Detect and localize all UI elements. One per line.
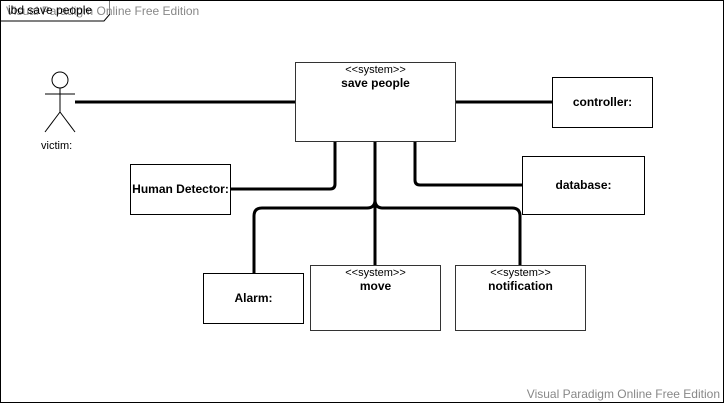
block-notification[interactable]: <<system>> notification — [455, 265, 586, 331]
block-name: notification — [488, 279, 553, 293]
block-name: Alarm: — [234, 291, 273, 305]
block-name: save people — [341, 76, 410, 90]
block-stereotype: <<system>> — [490, 267, 551, 279]
connector-save-people-alarm — [252, 199, 377, 273]
block-human-detector[interactable]: Human Detector: — [130, 164, 231, 215]
block-name: controller: — [572, 95, 633, 109]
block-stereotype: <<system>> — [345, 64, 406, 76]
watermark-top: Visual Paradigm Online Free Edition — [6, 4, 200, 18]
connector-save-people-human-detector — [230, 142, 337, 191]
block-name: Human Detector: — [132, 182, 229, 196]
block-stereotype: <<system>> — [345, 267, 406, 279]
connector-save-people-database — [413, 142, 523, 187]
frame-label-pentagon — [0, 0, 110, 22]
block-name: database: — [555, 178, 612, 192]
block-name: move — [359, 279, 392, 293]
block-save-people[interactable]: <<system>> save people — [295, 62, 456, 142]
block-database[interactable]: database: — [522, 156, 645, 215]
block-controller[interactable]: controller: — [552, 77, 653, 128]
connector-save-people-notification — [373, 199, 522, 266]
frame-label-text: ibd save people — [8, 3, 93, 17]
victim-actor-icon — [44, 71, 76, 133]
block-move[interactable]: <<system>> move — [310, 265, 441, 331]
victim-actor-label: victim: — [41, 140, 73, 152]
block-alarm[interactable]: Alarm: — [203, 273, 304, 324]
frame-label-tab: ibd save people — [0, 0, 110, 22]
watermark-bottom: Visual Paradigm Online Free Edition — [526, 387, 720, 401]
